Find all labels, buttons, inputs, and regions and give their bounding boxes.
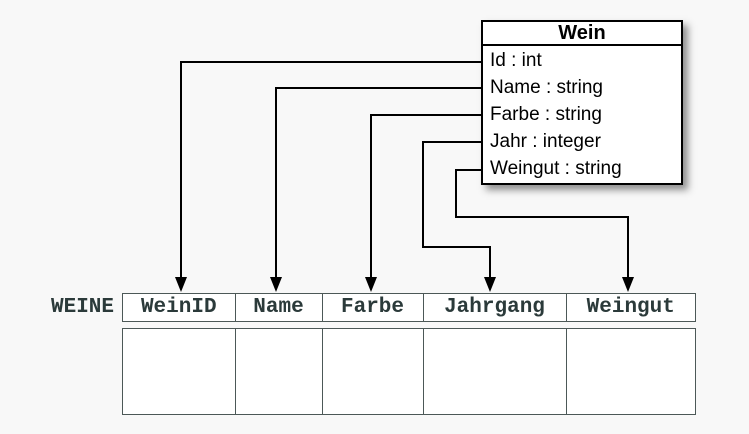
arrow-line-jahr-to-jahrgang — [422, 141, 491, 278]
arrow-line-weingut-to-weingut — [455, 169, 629, 278]
column-header-name: Name — [236, 294, 323, 321]
class-box-wein: Wein Id : int Name : string Farbe : stri… — [481, 20, 683, 185]
table-body-cell-weingut — [567, 329, 696, 414]
table-body-cell-farbe — [323, 329, 424, 414]
arrowhead-farbe-to-farbe-icon — [365, 277, 377, 292]
table-name-label: WEINE — [50, 296, 114, 319]
column-header-farbe: Farbe — [323, 294, 424, 321]
table-body-cell-weinid — [123, 329, 236, 414]
arrow-line-id-to-weinid — [180, 61, 481, 278]
arrow-line-name-to-name — [275, 87, 481, 278]
class-attribute-jahr: Jahr : integer — [490, 131, 601, 152]
table-header-row: WeinID Name Farbe Jahrgang Weingut — [122, 293, 696, 322]
table-body-row — [122, 328, 696, 415]
column-header-jahrgang: Jahrgang — [424, 294, 567, 321]
class-title: Wein — [483, 22, 681, 46]
class-attribute-name: Name : string — [490, 77, 603, 98]
class-attribute-farbe: Farbe : string — [490, 104, 602, 125]
class-attribute-list: Id : int Name : string Farbe : string Ja… — [483, 46, 681, 182]
column-header-weinid: WeinID — [123, 294, 236, 321]
column-header-weingut: Weingut — [586, 296, 675, 319]
class-attribute-weingut: Weingut : string — [490, 158, 622, 179]
arrowhead-name-to-name-icon — [270, 277, 282, 292]
table-body-cell-name — [236, 329, 323, 414]
arrow-line-farbe-to-farbe — [370, 114, 481, 278]
class-attribute-id: Id : int — [490, 50, 542, 71]
arrowhead-jahr-to-jahrgang-icon — [484, 277, 496, 292]
arrowhead-weingut-to-weingut-icon — [622, 277, 634, 292]
arrowhead-id-to-weinid-icon — [175, 277, 187, 292]
table-body-cell-jahrgang — [424, 329, 567, 414]
